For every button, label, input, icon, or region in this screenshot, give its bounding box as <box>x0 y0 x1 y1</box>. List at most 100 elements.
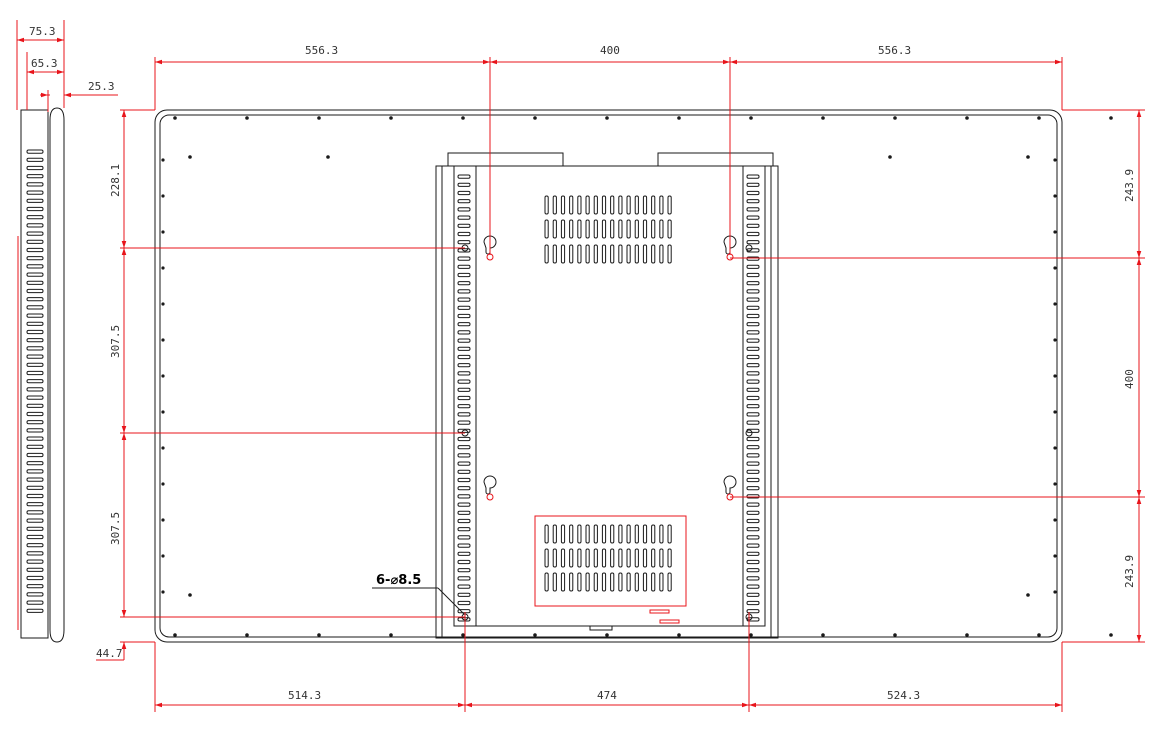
screw <box>161 518 165 522</box>
screw <box>893 633 897 637</box>
vent-slot <box>26 452 44 458</box>
dim-top-center: 400 <box>600 44 620 57</box>
vent-slot <box>746 346 760 351</box>
side-view-vents <box>26 149 44 613</box>
hole-callout: 6-⌀8.5 <box>376 573 421 588</box>
screw <box>461 116 465 120</box>
vent-slot <box>26 502 44 507</box>
dim-top-right: 556.3 <box>878 44 911 57</box>
vent-slot <box>26 256 44 261</box>
vent-slot <box>569 219 574 239</box>
vent-slot <box>746 592 760 597</box>
vent-slot <box>746 543 760 548</box>
screw <box>1053 446 1057 450</box>
vent-slot <box>642 195 648 215</box>
vent-slot <box>457 543 471 548</box>
screw <box>821 633 825 637</box>
arrowhead <box>27 69 34 75</box>
arrowhead <box>1136 251 1142 258</box>
vent-slot <box>746 371 760 376</box>
vent-slot <box>26 608 44 613</box>
vent-slot <box>552 548 557 568</box>
vent-slot <box>26 329 44 335</box>
dim-side-depth-front: 25.3 <box>88 80 115 93</box>
arrowhead <box>121 610 127 617</box>
vent-slot <box>634 524 639 544</box>
screw <box>161 482 165 486</box>
vent-slot <box>610 524 615 544</box>
vent-slot <box>457 215 471 220</box>
vent-slot <box>26 543 44 548</box>
vent-slot <box>618 572 623 592</box>
vent-slot <box>746 502 760 507</box>
rail-vents <box>457 174 760 622</box>
top-vent-grille <box>544 195 672 264</box>
vent-slot <box>610 219 615 239</box>
vent-slot <box>626 244 631 264</box>
vent-slot <box>26 190 44 195</box>
vent-slot <box>26 592 44 597</box>
vent-slot <box>626 219 631 239</box>
vent-slot <box>746 272 760 278</box>
vent-slot <box>26 165 44 171</box>
vent-slot <box>552 219 557 239</box>
vent-slot <box>560 548 566 568</box>
vent-slot <box>746 395 760 401</box>
screw <box>1053 158 1057 162</box>
dim-left-bottom-offset: 44.7 <box>96 647 123 660</box>
screw <box>161 302 165 306</box>
screw <box>245 116 249 120</box>
arrowhead <box>121 241 127 248</box>
vent-slot <box>457 174 471 179</box>
vent-slot <box>457 469 471 474</box>
vent-slot <box>634 572 639 592</box>
screw <box>173 633 177 637</box>
vent-slot <box>610 244 615 264</box>
arrowhead <box>121 248 127 255</box>
vent-slot <box>601 572 607 592</box>
vent-slot <box>26 157 44 162</box>
vent-slot <box>659 219 664 239</box>
vent-slot <box>457 207 471 212</box>
mounting-hole <box>486 493 494 501</box>
keyhole-slot <box>483 475 497 495</box>
screw <box>389 633 393 637</box>
vent-slot <box>746 174 760 179</box>
vent-slot <box>618 548 623 568</box>
dim-bottom-center: 474 <box>597 689 617 702</box>
vent-slot <box>642 244 648 264</box>
vent-slot <box>457 494 471 499</box>
screw <box>161 554 165 558</box>
vent-slot <box>593 572 598 592</box>
vent-slot <box>746 354 760 360</box>
screw <box>605 633 609 637</box>
side-view-front-panel <box>49 107 65 643</box>
dim-side-depth-body: 65.3 <box>31 57 58 70</box>
vent-slot <box>746 436 760 442</box>
vent-slot <box>746 305 760 310</box>
vent-slot <box>667 572 672 592</box>
vent-slot <box>26 411 44 417</box>
vent-slot <box>659 548 664 568</box>
vent-slot <box>569 195 574 215</box>
vent-slot <box>634 548 639 568</box>
vent-slot <box>593 244 598 264</box>
vent-slot <box>746 559 760 565</box>
screw <box>161 194 165 198</box>
vent-slot <box>457 297 471 302</box>
screw <box>888 155 892 159</box>
bracket-tab-left <box>447 152 564 167</box>
rear-view <box>154 109 1113 643</box>
dim-bottom-left: 514.3 <box>288 689 321 702</box>
vent-slot <box>746 281 760 286</box>
keyhole-slot <box>483 235 497 255</box>
vent-slot <box>651 548 656 568</box>
screw <box>1053 302 1057 306</box>
vent-slot <box>659 195 664 215</box>
screw <box>188 155 192 159</box>
dimension-lines <box>96 57 1145 712</box>
screw <box>161 374 165 378</box>
screw <box>1053 590 1057 594</box>
vent-slot <box>746 182 760 187</box>
vent-slot <box>560 244 566 264</box>
